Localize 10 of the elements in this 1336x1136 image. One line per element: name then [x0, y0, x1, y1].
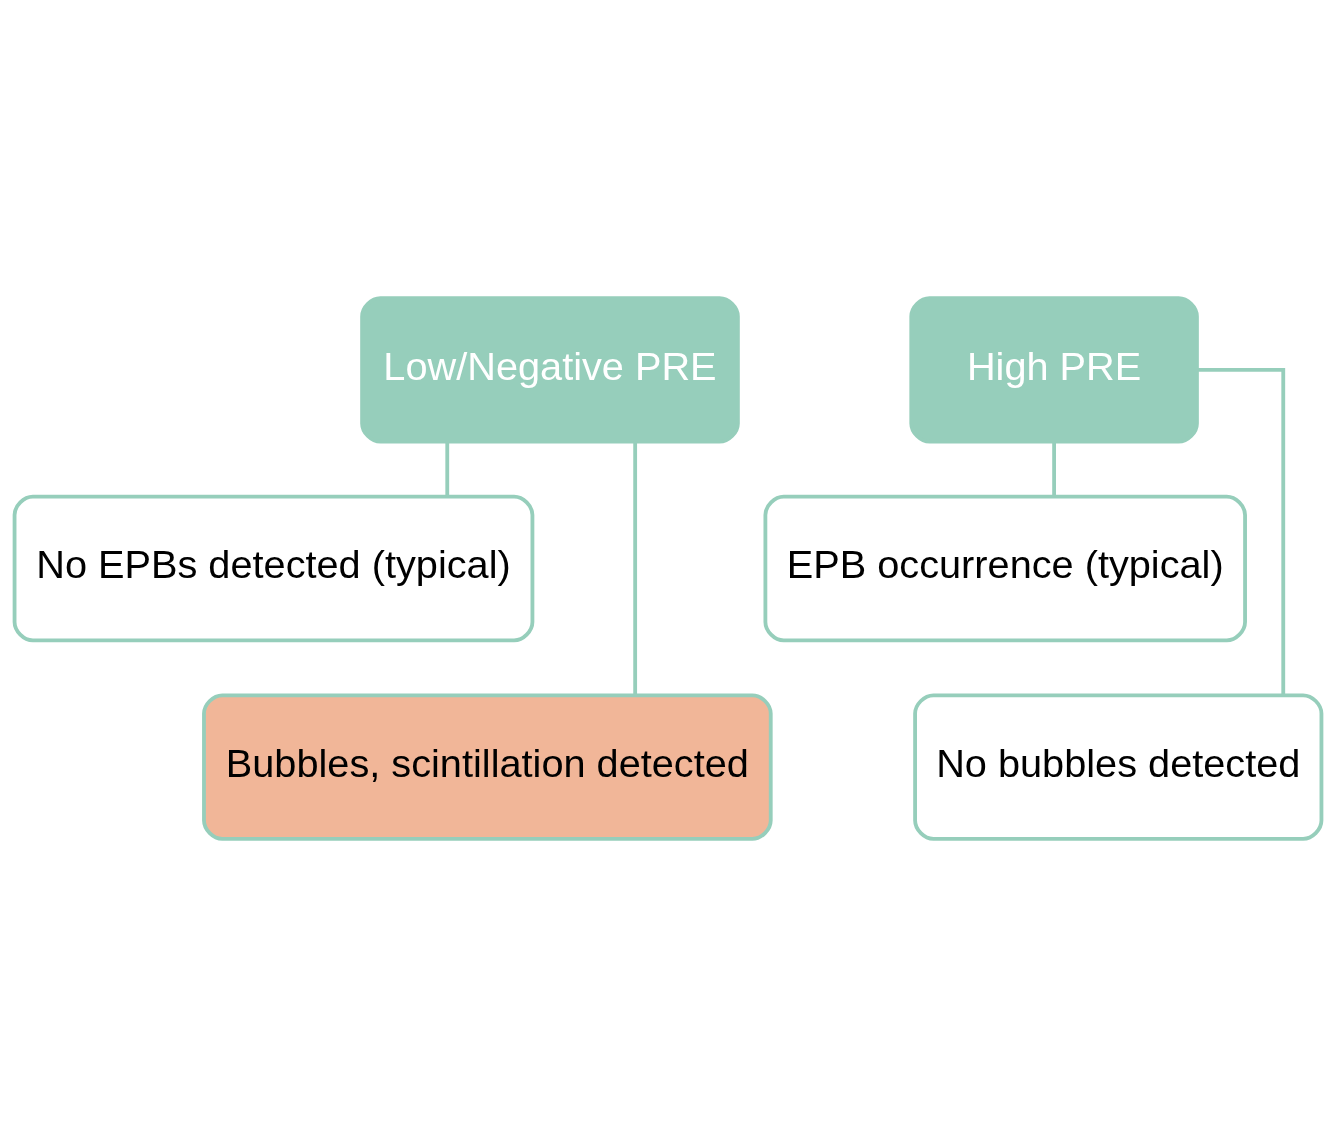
connector: [445, 441, 450, 497]
connector: [633, 441, 638, 695]
connector: [1052, 441, 1056, 497]
node-box: EPB occurrence (typical): [763, 494, 1247, 642]
node-box: No EPBs detected (typical): [12, 494, 535, 642]
node-box: Low/Negative PRE: [360, 295, 740, 444]
node-box: High PRE: [909, 295, 1199, 444]
node-box: Bubbles, scintillation detected: [202, 692, 773, 841]
node-box: No bubbles detected: [913, 692, 1324, 841]
connector: [1197, 367, 1286, 695]
